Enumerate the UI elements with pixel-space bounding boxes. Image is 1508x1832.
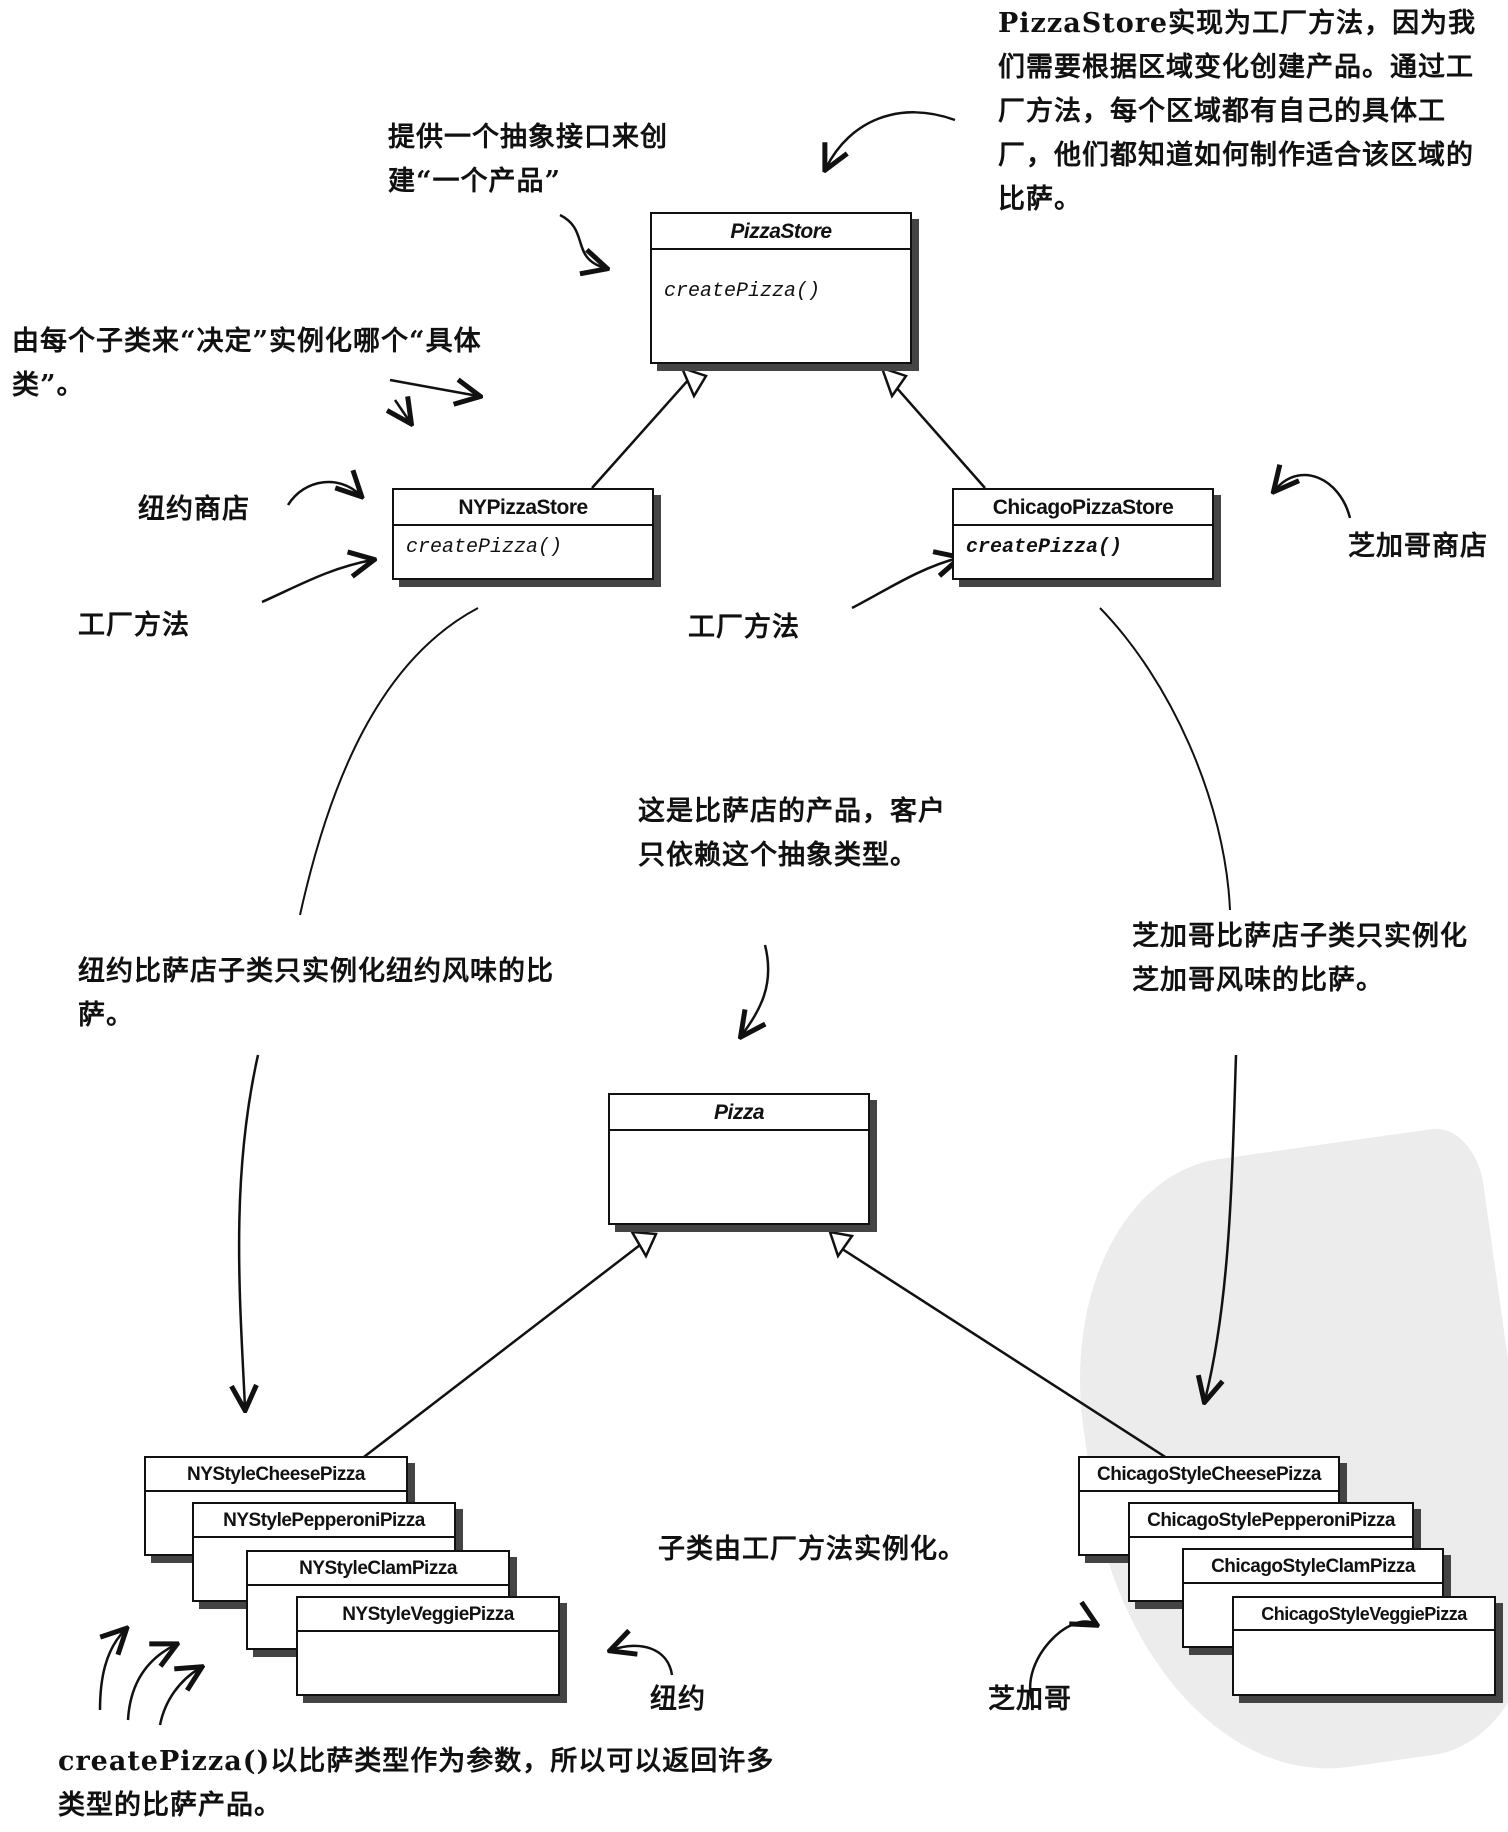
class-ny-veggie-name: NYStyleVeggiePizza [298, 1598, 558, 1632]
arrow-chicago-label [1028, 1622, 1095, 1701]
class-nypizzastore-method: createPizza() [406, 536, 563, 559]
note-ny-store: 纽约商店 [138, 494, 250, 525]
inherit-line-ny-store [591, 377, 691, 489]
class-ny-cheese-name: NYStyleCheesePizza [146, 1458, 406, 1492]
arrow-to-pizzastore [826, 111, 956, 168]
arrow-param-1 [98, 1630, 125, 1711]
class-nypizzastore: NYPizzaStore createPizza() [392, 488, 654, 580]
class-ny-veggie: NYStyleVeggiePizza [296, 1596, 560, 1696]
class-pizza-name: Pizza [610, 1095, 868, 1131]
class-chicago-pepperoni-name: ChicagoStylePepperoniPizza [1130, 1504, 1412, 1538]
class-chicago-cheese-name: ChicagoStyleCheesePizza [1080, 1458, 1338, 1492]
inherit-line-ny-products [359, 1244, 641, 1461]
arrow-ny-store [286, 482, 360, 506]
inherit-triangle-left [679, 365, 708, 399]
class-ny-clam-name: NYStyleClamPizza [248, 1552, 508, 1586]
arrow-param-2 [126, 1645, 175, 1721]
class-chicagopizzastore: ChicagoPizzaStore createPizza() [952, 488, 1214, 580]
class-pizza-body [610, 1131, 868, 1191]
arrow-ny-subclass [239, 1054, 260, 1408]
note-chicago-store: 芝加哥商店 [1348, 531, 1488, 562]
inherit-triangle-pizza-right [828, 1230, 855, 1259]
arrow-factory-right [851, 558, 958, 610]
note-chicago-subclass: 芝加哥比萨店子类只实例化芝加哥风味的比萨。 [1132, 921, 1468, 996]
arrow-abstract-interface [559, 213, 605, 268]
arrow-pizza-product [742, 944, 770, 1035]
arrow-subclass-decides-2 [395, 400, 410, 422]
inherit-triangle-pizza-left [629, 1230, 658, 1259]
class-chicagopizzastore-name: ChicagoPizzaStore [954, 490, 1212, 526]
class-pizzastore-name: PizzaStore [652, 214, 910, 250]
class-chicago-veggie: ChicagoStyleVeggiePizza [1232, 1596, 1496, 1696]
class-pizzastore-method: createPizza() [664, 280, 821, 303]
note-abstract-interface: 提供一个抽象接口来创建“一个产品” [388, 122, 668, 197]
class-pizzastore: PizzaStore createPizza() [650, 212, 912, 364]
arrow-chicago-subclass [1205, 1054, 1238, 1400]
note-subclasses-instantiated: 子类由工厂方法实例化。 [658, 1534, 966, 1565]
note-create-pizza-param: createPizza()以比萨类型作为参数，所以可以返回许多类型的比萨产品。 [58, 1746, 775, 1821]
inherit-line-chicago-store [887, 377, 986, 489]
class-chicago-veggie-name: ChicagoStyleVeggiePizza [1234, 1598, 1494, 1631]
note-factory-method-right: 工厂方法 [688, 612, 800, 643]
note-pizza-product: 这是比萨店的产品，客户只依赖这个抽象类型。 [638, 796, 946, 871]
note-chicago-label: 芝加哥 [988, 1684, 1072, 1715]
note-subclass-decides: 由每个子类来“决定”实例化哪个“具体类”。 [12, 326, 482, 401]
note-pizzastore-role: PizzaStore实现为工厂方法，因为我们需要根据区域变化创建产品。通过工厂方… [998, 8, 1477, 215]
curve-ny-store-down [299, 607, 479, 916]
class-nypizzastore-name: NYPizzaStore [394, 490, 652, 526]
class-chicagopizzastore-method: createPizza() [966, 536, 1123, 559]
class-ny-pepperoni-name: NYStylePepperoniPizza [194, 1504, 454, 1538]
arrow-param-3 [158, 1668, 200, 1726]
note-ny-subclass: 纽约比萨店子类只实例化纽约风味的比萨。 [78, 956, 554, 1031]
note-ny-label: 纽约 [650, 1684, 706, 1715]
class-pizza: Pizza [608, 1093, 870, 1225]
inherit-line-chicago-products [835, 1243, 1171, 1462]
arrow-ny-label [612, 1646, 674, 1676]
arrow-chicago-store [1275, 475, 1352, 519]
curve-chicago-store-down [1099, 607, 1231, 911]
arrow-subclass-decides-1 [389, 380, 478, 396]
note-factory-method-left: 工厂方法 [78, 610, 190, 641]
class-chicago-clam-name: ChicagoStyleClamPizza [1184, 1550, 1442, 1584]
arrow-factory-left [261, 560, 372, 604]
inherit-triangle-right [879, 366, 908, 399]
